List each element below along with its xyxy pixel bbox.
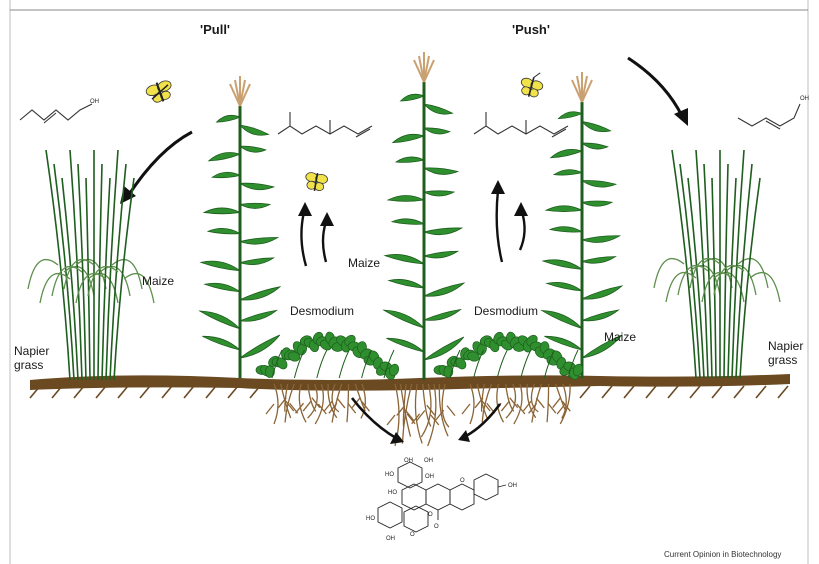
label-desmodium-left: Desmodium bbox=[290, 304, 354, 318]
flav-label-8: OH bbox=[386, 536, 395, 542]
label-maize-left: Maize bbox=[142, 274, 174, 288]
flav-label-4: OH bbox=[425, 474, 434, 480]
label-napier-left-2: grass bbox=[14, 358, 43, 372]
molecule-oh-left: OH bbox=[90, 99, 99, 105]
flav-label-o1: O bbox=[434, 524, 439, 530]
label-napier-right-2: grass bbox=[768, 353, 797, 367]
flav-label-3: HO bbox=[385, 472, 394, 478]
label-maize-right: Maize bbox=[604, 330, 636, 344]
flav-label-7: HO bbox=[366, 516, 375, 522]
flav-label-o4: O bbox=[428, 512, 433, 518]
label-napier-right-1: Napier bbox=[768, 339, 803, 353]
pull-heading: 'Pull' bbox=[200, 22, 230, 37]
molecule-oh-right: OH bbox=[800, 96, 809, 102]
label-maize-center: Maize bbox=[348, 256, 380, 270]
credit-line: Current Opinion in Biotechnology bbox=[664, 550, 781, 559]
flav-label-o2: O bbox=[460, 478, 465, 484]
flav-label-o3: O bbox=[410, 532, 415, 538]
flav-label-5: HO bbox=[388, 490, 397, 496]
label-desmodium-right: Desmodium bbox=[474, 304, 538, 318]
push-heading: 'Push' bbox=[512, 22, 550, 37]
flav-label-1: OH bbox=[404, 458, 413, 464]
flav-label-6: OH bbox=[508, 483, 517, 489]
flav-label-2: OH bbox=[424, 458, 433, 464]
label-napier-left-1: Napier bbox=[14, 344, 49, 358]
